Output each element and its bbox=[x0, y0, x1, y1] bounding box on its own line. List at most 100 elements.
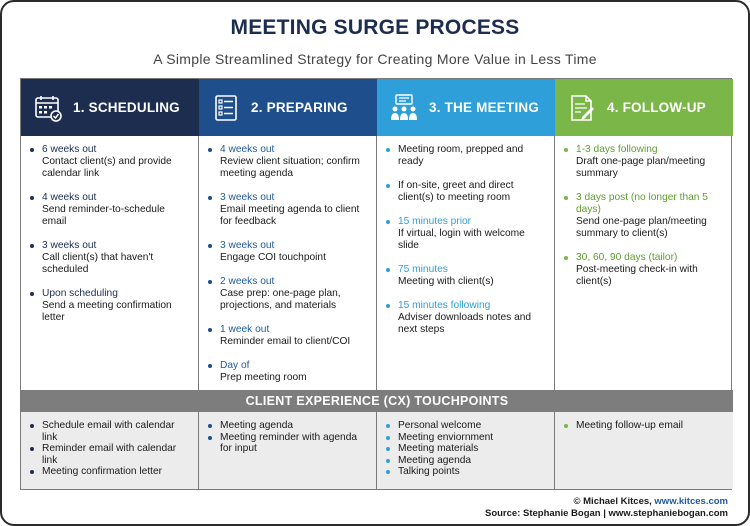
cx-list: Schedule email with calendar link Remind… bbox=[30, 420, 192, 478]
step-text: If virtual, login with welcome slide bbox=[398, 228, 525, 251]
list-item: Meeting enviornment bbox=[386, 432, 548, 444]
header-label: 3. THE MEETING bbox=[429, 100, 540, 115]
cx-follow-up: Meeting follow-up email bbox=[555, 412, 733, 489]
header-label: 2. PREPARING bbox=[251, 100, 348, 115]
step-list: Meeting room, prepped and ready If on-si… bbox=[386, 144, 548, 336]
cx-preparing: Meeting agenda Meeting reminder with age… bbox=[199, 412, 377, 489]
column-headers: 1. SCHEDULING 2. PREPARING bbox=[21, 79, 733, 136]
step-time: 1-3 days following bbox=[576, 144, 658, 155]
cx-the-meeting: Personal welcome Meeting enviornment Mee… bbox=[377, 412, 555, 489]
cx-list: Meeting agenda Meeting reminder with age… bbox=[208, 420, 370, 455]
page-title: MEETING SURGE PROCESS bbox=[230, 16, 520, 39]
step-time: 2 weeks out bbox=[220, 276, 275, 287]
source-line: Source: Stephanie Bogan | www.stephanieb… bbox=[484, 508, 728, 519]
step-time: 6 weeks out bbox=[42, 144, 97, 155]
copyright-line: © Michael Kitces, www.kitces.com bbox=[485, 496, 729, 508]
step-time: 3 days post (no longer than 5 days) bbox=[576, 192, 708, 215]
step-time: 75 minutes bbox=[398, 264, 448, 275]
step-text: Reminder email to client/COI bbox=[220, 336, 351, 347]
cx-scheduling: Schedule email with calendar link Remind… bbox=[21, 412, 199, 489]
step-text: Draft one-page plan/meeting summary bbox=[576, 156, 706, 179]
document-pen-icon bbox=[571, 94, 594, 121]
step-text: Send one-page plan/meeting summary to cl… bbox=[576, 216, 707, 239]
step-time: Day of bbox=[220, 360, 250, 371]
step-text: Prep meeting room bbox=[220, 372, 307, 383]
cx-list: Personal welcome Meeting enviornment Mee… bbox=[386, 420, 548, 478]
kitces-link[interactable]: www.kitces.com bbox=[654, 496, 728, 507]
column-the-meeting: Meeting room, prepped and ready If on-si… bbox=[377, 136, 555, 390]
list-item: Meeting confirmation letter bbox=[30, 466, 192, 478]
list-item: Schedule email with calendar link bbox=[30, 420, 192, 443]
step-time: 3 weeks out bbox=[220, 192, 275, 203]
step-time: 3 weeks out bbox=[220, 240, 275, 251]
step-time: Upon scheduling bbox=[42, 288, 118, 299]
list-item: 3 days post (no longer than 5 days)Send … bbox=[564, 192, 727, 240]
step-time: 4 weeks out bbox=[42, 192, 97, 203]
step-time: 4 weeks out bbox=[220, 144, 275, 155]
step-text: If on-site, greet and direct client(s) t… bbox=[398, 180, 514, 203]
copyright-text: © Michael Kitces, bbox=[573, 496, 655, 507]
step-text: Engage COI touchpoint bbox=[220, 252, 326, 263]
cx-touchpoints-row: Schedule email with calendar link Remind… bbox=[21, 412, 733, 489]
header-follow-up: 4. FOLLOW-UP bbox=[555, 79, 733, 136]
header-preparing: 2. PREPARING bbox=[199, 79, 377, 136]
list-item: Meeting materials bbox=[386, 443, 548, 455]
list-item: Meeting agenda bbox=[386, 455, 548, 467]
page-subtitle: A Simple Streamlined Strategy for Creati… bbox=[153, 51, 597, 67]
list-item: Personal welcome bbox=[386, 420, 548, 432]
process-table: 1. SCHEDULING 2. PREPARING bbox=[20, 78, 733, 490]
step-text: Email meeting agenda to client for feedb… bbox=[220, 204, 360, 227]
step-text: Post-meeting check-in with client(s) bbox=[576, 264, 698, 287]
step-time: 15 minutes following bbox=[398, 300, 491, 311]
step-text: Contact client(s) and provide calendar l… bbox=[42, 156, 172, 179]
header-scheduling: 1. SCHEDULING bbox=[21, 79, 199, 136]
list-item: Meeting reminder with agenda for input bbox=[208, 432, 370, 455]
list-item: If on-site, greet and direct client(s) t… bbox=[386, 180, 548, 204]
list-item: Meeting room, prepped and ready bbox=[386, 144, 548, 168]
credits: © Michael Kitces, www.kitces.com Source:… bbox=[485, 496, 728, 520]
checklist-icon bbox=[215, 94, 237, 121]
list-item: Meeting agenda bbox=[208, 420, 370, 432]
step-text: Call client(s) that haven't scheduled bbox=[42, 252, 154, 275]
meeting-group-icon bbox=[391, 93, 417, 120]
step-text: Meeting with client(s) bbox=[398, 276, 494, 287]
header-the-meeting: 3. THE MEETING bbox=[377, 79, 555, 136]
list-item: 30, 60, 90 days (tailor)Post-meeting che… bbox=[564, 252, 727, 288]
calendar-icon bbox=[35, 95, 62, 122]
step-text: Adviser downloads notes and next steps bbox=[398, 312, 532, 335]
step-text: Review client situation; confirm meeting… bbox=[220, 156, 360, 179]
step-time: 1 week out bbox=[220, 324, 270, 335]
step-text: Send reminder-to-schedule email bbox=[42, 204, 165, 227]
step-time: 15 minutes prior bbox=[398, 216, 472, 227]
step-text: Meeting room, prepped and ready bbox=[398, 144, 524, 167]
step-text: Send a meeting confirmation letter bbox=[42, 300, 172, 323]
step-time: 30, 60, 90 days (tailor) bbox=[576, 252, 678, 263]
header-label: 4. FOLLOW-UP bbox=[607, 100, 706, 115]
cx-touchpoints-title: CLIENT EXPERIENCE (CX) TOUCHPOINTS bbox=[21, 390, 733, 412]
cx-list: Meeting follow-up email bbox=[564, 420, 727, 432]
list-item: Talking points bbox=[386, 466, 548, 478]
step-time: 3 weeks out bbox=[42, 240, 97, 251]
list-item: Meeting follow-up email bbox=[564, 420, 727, 432]
